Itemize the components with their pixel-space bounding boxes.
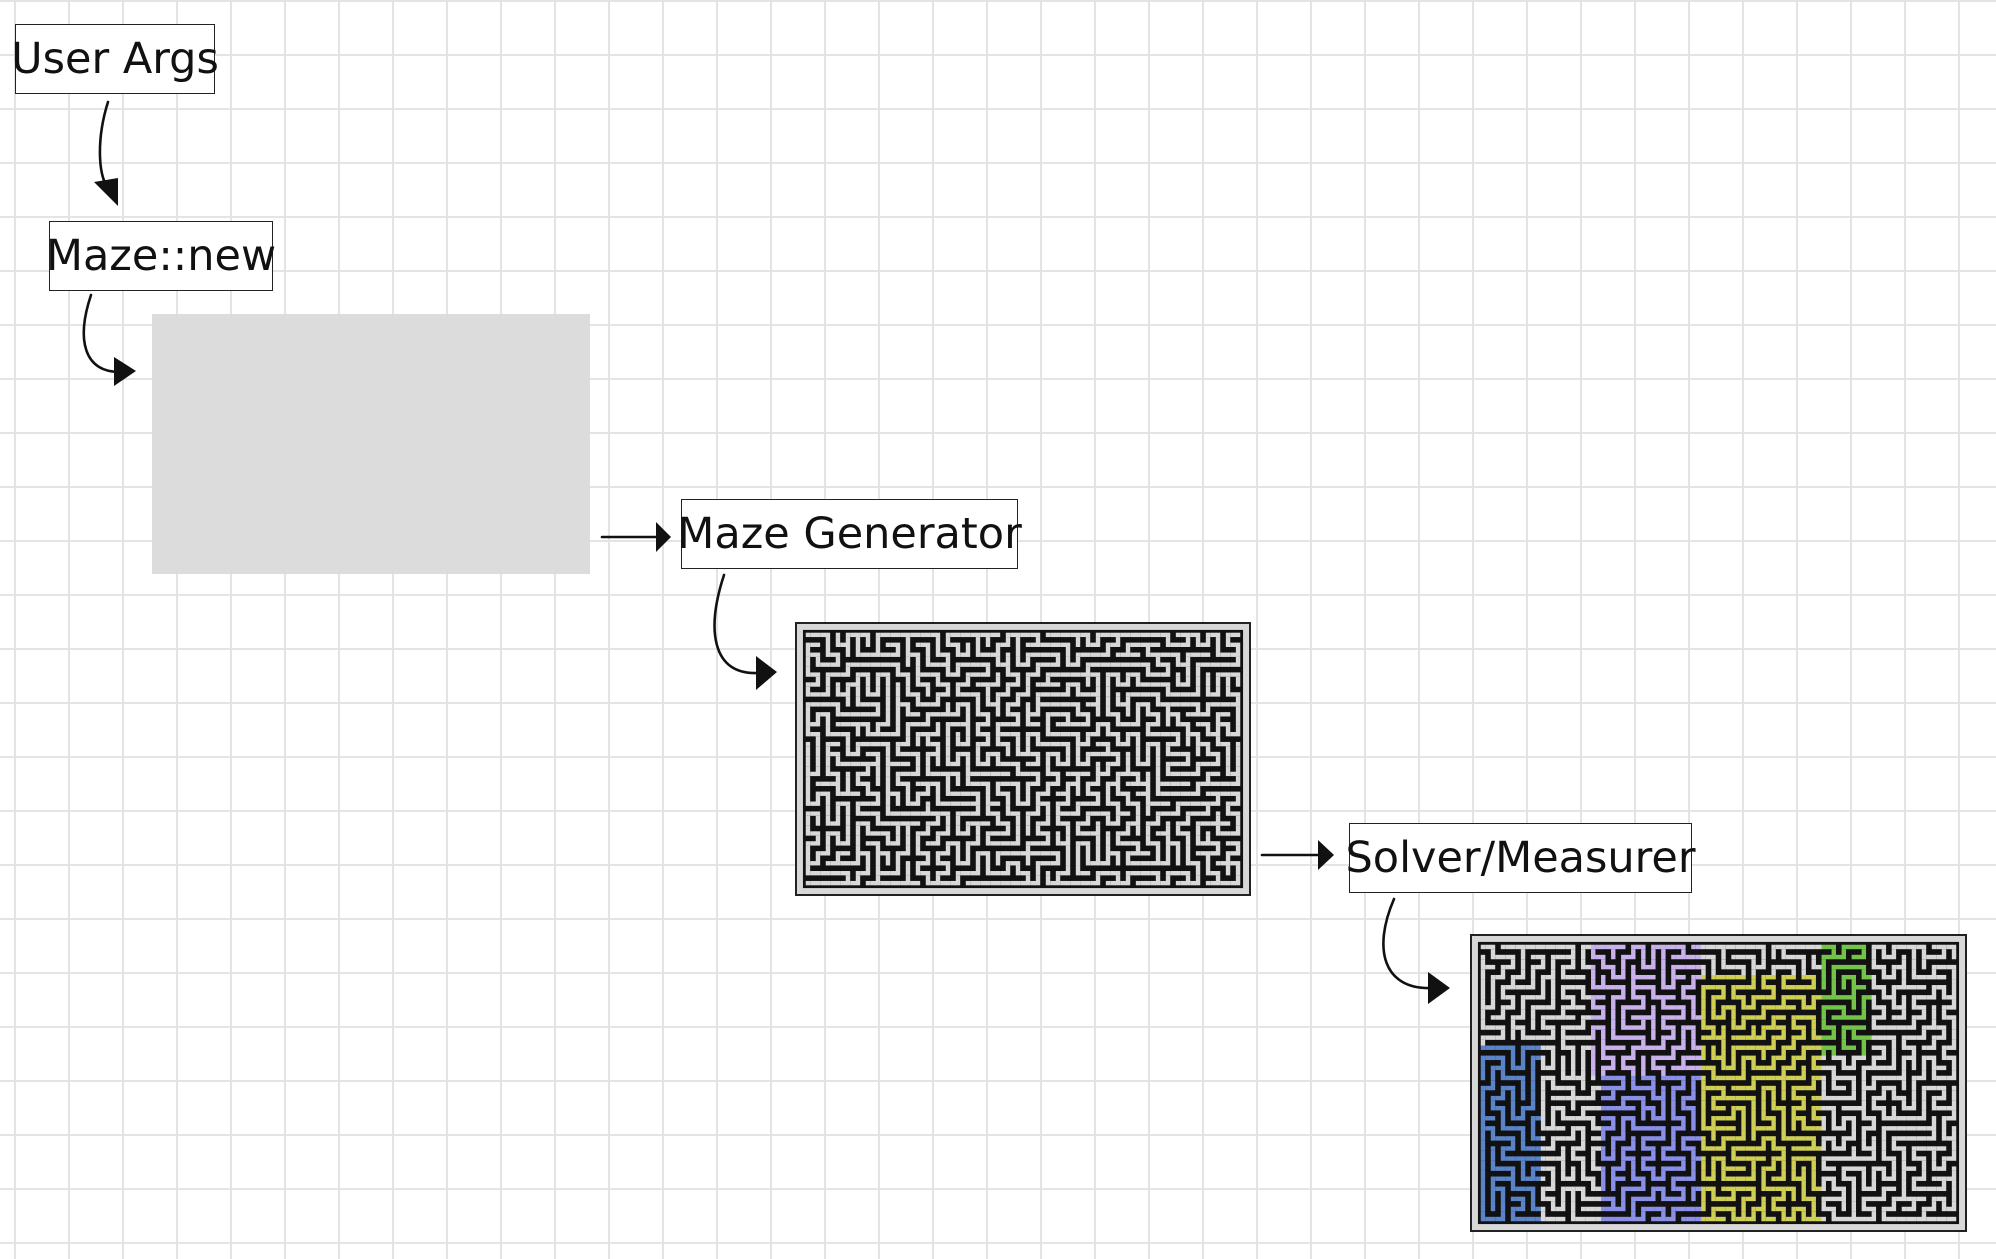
solver-measurer-node: Solver/Measurer xyxy=(1345,823,1696,893)
solver-measurer-label: Solver/Measurer xyxy=(1345,832,1696,883)
arrow-user-args-to-maze-new xyxy=(98,100,112,192)
arrow-maze-generator-to-maze xyxy=(713,573,760,675)
arrowhead-maze-new xyxy=(114,357,136,386)
arrowhead-solver xyxy=(1318,840,1334,870)
arrowhead-user-args xyxy=(94,178,118,206)
solved-maze-background xyxy=(1477,941,1960,1225)
solved-maze-image xyxy=(1470,934,1967,1232)
placeholder-image xyxy=(152,314,590,574)
maze-generator-label: Maze Generator xyxy=(677,508,1022,559)
user-args-label: User Args xyxy=(11,33,219,84)
maze-generator-node: Maze Generator xyxy=(677,499,1022,569)
solved-maze-passages xyxy=(1480,944,1957,1222)
arrowhead-maze xyxy=(756,656,777,690)
arrow-maze-new-to-placeholder xyxy=(82,293,122,374)
generated-maze-graphic xyxy=(802,629,1244,889)
generated-maze-image xyxy=(795,622,1251,896)
arrowhead-solved-maze xyxy=(1428,972,1450,1004)
arrow-solver-to-solved-maze xyxy=(1382,897,1434,990)
maze-new-node: Maze::new xyxy=(45,221,277,291)
arrowhead-maze-generator xyxy=(656,522,671,552)
user-args-node: User Args xyxy=(11,24,219,94)
generated-maze-passages xyxy=(805,632,1241,886)
solved-maze-graphic xyxy=(1477,941,1960,1225)
maze-new-label: Maze::new xyxy=(45,230,277,281)
